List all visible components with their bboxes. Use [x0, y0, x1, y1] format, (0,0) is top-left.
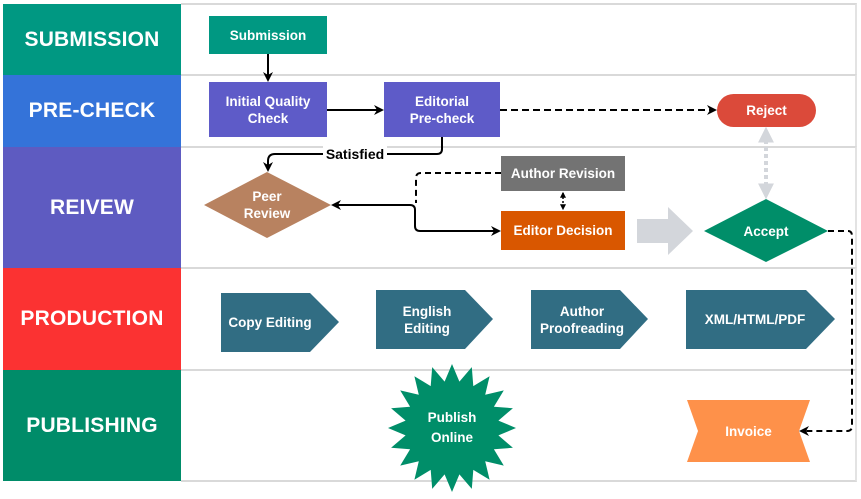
node-label-line1: English — [402, 303, 452, 319]
lane-title: PUBLISHING — [26, 413, 158, 437]
editorial-precheck-node[interactable]: Editorial Pre-check — [384, 82, 500, 137]
copy-editing-node[interactable]: Copy Editing — [221, 293, 319, 352]
xml-html-pdf-node[interactable]: XML/HTML/PDF — [686, 290, 824, 349]
node-label-line1: Initial Quality — [225, 93, 311, 109]
node-label-line1: Peer — [252, 189, 282, 204]
xml-html-pdf-shape[interactable] — [686, 290, 835, 349]
lane-label-publishing: PUBLISHING — [3, 370, 181, 481]
node-label-line2: Proofreading — [539, 320, 624, 336]
invoice-shape[interactable] — [687, 400, 810, 462]
editor-to-accept-block-arrow — [637, 207, 693, 255]
node-label-line1: Editorial — [414, 93, 469, 109]
node-label: Editor Decision — [513, 223, 613, 238]
lane-label-production: PRODUCTION — [3, 268, 181, 370]
lane-body-production — [181, 267, 857, 371]
node-label: Copy Editing — [228, 315, 312, 330]
node-label-line1: Author — [559, 303, 605, 319]
lane-label-submission: SUBMISSION — [3, 4, 181, 75]
lane-title: PRE-CHECK — [28, 99, 156, 122]
peer-review-diamond[interactable] — [204, 172, 331, 238]
satisfied-label: Satisfied — [326, 146, 384, 162]
node-label: XML/HTML/PDF — [704, 312, 806, 327]
reject-node[interactable]: Reject — [717, 94, 816, 127]
node-label: Reject — [746, 103, 787, 118]
editor-decision-node[interactable]: Editor Decision — [501, 211, 625, 250]
author-proofreading-shape[interactable] — [531, 290, 648, 349]
lane-body-pre-check — [181, 74, 857, 148]
accept-to-invoice-connector — [799, 230, 853, 436]
copy-editing-shape[interactable] — [221, 293, 339, 352]
node-label-line2: Check — [247, 110, 289, 126]
peer-to-editor-connector — [331, 200, 501, 236]
invoice-node[interactable]: Invoice — [700, 420, 797, 442]
lane-label-pre-check: PRE-CHECK — [3, 75, 181, 147]
author-proofreading-node[interactable]: Author Proofreading — [531, 290, 633, 349]
lane-body-publishing — [181, 369, 857, 482]
satisfied-label-bg — [323, 146, 387, 162]
author-revision-to-peer-connector — [415, 172, 501, 203]
author-revision-node[interactable]: Author Revision — [501, 156, 625, 191]
lane-title: REIVEW — [49, 195, 135, 219]
node-label-line2: Online — [430, 430, 473, 445]
publish-online-node[interactable]: Publish Online — [412, 405, 492, 451]
english-editing-node[interactable]: English Editing — [376, 290, 478, 349]
node-label: Author Revision — [510, 166, 616, 181]
initial-quality-check-node[interactable]: Initial Quality Check — [209, 82, 327, 137]
node-label: Accept — [743, 223, 789, 239]
node-label-line2: Review — [243, 206, 291, 221]
node-label-line2: Editing — [404, 320, 450, 336]
publish-online-starburst[interactable] — [388, 364, 516, 492]
reject-pill[interactable] — [717, 94, 816, 127]
accept-diamond[interactable] — [704, 199, 828, 262]
node-label-line1: Publish — [427, 410, 477, 425]
lane-title: PRODUCTION — [20, 307, 164, 330]
accept-node[interactable]: Accept — [726, 222, 806, 240]
lane-body-submission — [181, 3, 857, 76]
lane-title: SUBMISSION — [24, 27, 160, 51]
submission-node[interactable]: Submission — [209, 16, 327, 54]
lane-label-review: REIVEW — [3, 147, 181, 268]
node-label-line2: Pre-check — [409, 110, 475, 126]
english-editing-shape[interactable] — [376, 290, 493, 349]
node-label: Submission — [229, 27, 307, 43]
peer-review-node[interactable]: Peer Review — [224, 186, 310, 224]
lane-body-review — [181, 146, 857, 269]
node-label: Invoice — [725, 423, 772, 439]
